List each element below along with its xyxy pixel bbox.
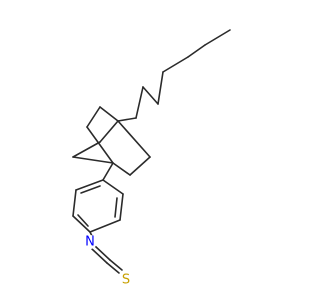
bond — [102, 162, 114, 181]
bond — [75, 179, 104, 191]
bond — [94, 245, 111, 261]
bond — [102, 179, 124, 195]
bond — [142, 86, 159, 105]
bond — [80, 185, 101, 194]
bond — [162, 56, 189, 73]
bond — [117, 120, 151, 158]
bond — [72, 189, 77, 217]
bond — [135, 86, 144, 119]
bond — [91, 248, 108, 264]
bond — [112, 162, 131, 176]
bond — [109, 259, 123, 271]
bond — [187, 44, 206, 58]
bond — [119, 193, 124, 221]
bond — [204, 29, 231, 46]
atom-label-s: S — [122, 273, 130, 288]
bond — [117, 117, 137, 122]
atom-label-n: N — [85, 235, 95, 250]
octyl-chain — [117, 29, 231, 122]
bond — [114, 197, 118, 218]
bond — [157, 71, 164, 105]
bicyclooctane-cage — [72, 106, 151, 176]
bond — [129, 156, 151, 176]
molecule-structure: N S — [72, 29, 231, 288]
bond — [86, 126, 114, 164]
bond — [99, 120, 119, 143]
benzene-ring — [72, 179, 124, 233]
bond — [89, 219, 121, 233]
atom-n: N — [83, 235, 97, 250]
bond — [72, 141, 101, 158]
bond — [77, 214, 89, 227]
bond — [99, 106, 119, 122]
bond — [86, 106, 101, 128]
bond — [72, 215, 91, 233]
bond — [72, 156, 114, 164]
bond — [106, 262, 120, 274]
atom-s: S — [119, 273, 133, 288]
